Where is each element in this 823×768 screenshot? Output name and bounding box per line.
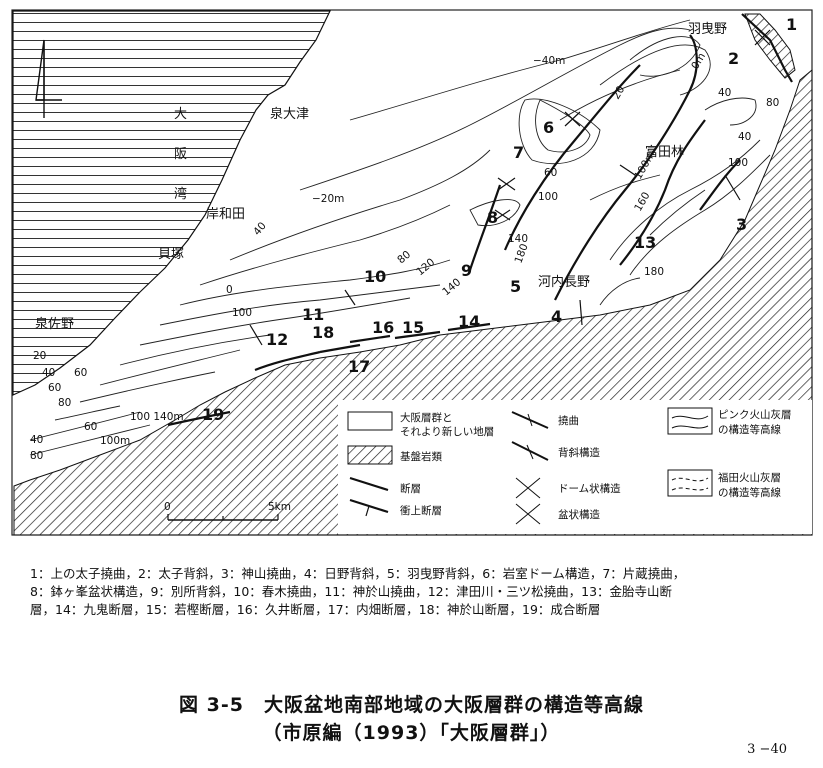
page-number: 3 −40	[747, 742, 787, 757]
svg-text:140: 140	[440, 276, 463, 298]
svg-text:100: 100	[728, 157, 748, 169]
svg-text:100 140m: 100 140m	[130, 411, 184, 423]
legend: 大阪層群と それより新しい地層 基盤岩類 断層 衝上断層 撓曲 背斜構造 ドーム…	[347, 407, 792, 525]
svg-text:60: 60	[544, 167, 557, 179]
svg-text:−20m: −20m	[312, 193, 344, 205]
place-izumisano: 泉佐野	[35, 316, 74, 332]
svg-text:140: 140	[508, 233, 528, 245]
place-tondabayashi: 富田林	[645, 144, 684, 160]
svg-text:断層: 断層	[400, 482, 421, 495]
svg-text:120: 120	[414, 256, 437, 278]
svg-text:の構造等高線: の構造等高線	[718, 423, 781, 436]
structure-number-19: 19	[202, 405, 224, 424]
svg-text:60: 60	[48, 382, 61, 394]
svg-text:20: 20	[33, 350, 46, 362]
structure-number-12: 12	[266, 330, 288, 349]
svg-text:5km: 5km	[268, 501, 291, 513]
svg-text:40: 40	[42, 367, 55, 379]
structure-number-13: 13	[634, 233, 656, 252]
osaka-bay-sea	[12, 10, 331, 396]
svg-text:80: 80	[766, 97, 779, 109]
structure-number-3: 3	[736, 215, 747, 234]
structure-number-9: 9	[461, 261, 472, 280]
svg-text:40: 40	[30, 434, 43, 446]
caption-line-2: 8：鉢ヶ峯盆状構造，9：別所背斜，10：春木撓曲，11：神於山撓曲，12：津田川…	[30, 584, 673, 599]
basement-rock-ne	[744, 13, 796, 79]
svg-text:ピンク火山灰層: ピンク火山灰層	[718, 408, 792, 421]
figure-source: （市原編（1993）「大阪層群」）	[262, 722, 561, 744]
svg-text:の構造等高線: の構造等高線	[718, 486, 781, 499]
svg-text:60: 60	[74, 367, 87, 379]
contour-lines	[29, 19, 771, 456]
svg-text:衝上断層: 衝上断層	[400, 504, 442, 517]
structure-numbers: 1 2 3 4 5 6 7 8 9 10 11 12 13 14 15 16 1…	[202, 15, 797, 424]
svg-text:20: 20	[610, 84, 627, 102]
structure-number-10: 10	[364, 267, 386, 286]
svg-text:0: 0	[226, 284, 233, 296]
structure-number-11: 11	[302, 305, 324, 324]
fault-lines	[167, 13, 793, 427]
svg-text:大阪層群と: 大阪層群と	[400, 411, 453, 424]
north-arrow	[35, 39, 62, 118]
structure-number-2: 2	[728, 49, 739, 68]
svg-text:−40m: −40m	[533, 55, 565, 67]
structure-number-1: 1	[786, 15, 797, 34]
legend-box-bg	[338, 400, 812, 534]
svg-text:80: 80	[395, 249, 413, 267]
structure-number-7: 7	[513, 143, 524, 162]
svg-text:背斜構造: 背斜構造	[558, 446, 600, 459]
structure-number-15: 15	[402, 318, 424, 337]
svg-text:40: 40	[738, 131, 751, 143]
svg-text:40: 40	[718, 87, 731, 99]
figure-title: 図 3-5 大阪盆地南部地域の大阪層群の構造等高線	[179, 694, 644, 716]
scale-bar: 0 5km	[164, 501, 291, 521]
svg-text:ドーム状構造: ドーム状構造	[558, 482, 621, 495]
structure-number-16: 16	[372, 318, 394, 337]
structure-number-17: 17	[348, 357, 370, 376]
place-kawachinagano: 河内長野	[538, 274, 590, 290]
structure-number-14: 14	[458, 312, 480, 331]
caption-line-3: 層，14：九鬼断層，15：若樫断層，16：久井断層，17：内畑断層，18：神於山…	[30, 602, 601, 617]
svg-text:180: 180	[644, 266, 664, 278]
caption-line-1: 1：上の太子撓曲，2：太子背斜，3：神山撓曲，4：日野背斜，5：羽曳野背斜，6：…	[30, 566, 686, 581]
svg-text:40: 40	[251, 220, 269, 238]
svg-text:それより新しい地層: それより新しい地層	[400, 425, 494, 438]
structure-number-5: 5	[510, 277, 521, 296]
svg-text:180: 180	[513, 242, 531, 265]
sea-label-2: 阪	[174, 147, 187, 162]
svg-text:80: 80	[58, 397, 71, 409]
svg-text:福田火山灰層: 福田火山灰層	[718, 471, 781, 484]
svg-text:100m: 100m	[100, 435, 130, 447]
structure-number-6: 6	[543, 118, 554, 137]
svg-text:80: 80	[30, 450, 43, 462]
structure-number-8: 8	[487, 208, 498, 227]
svg-text:基盤岩類: 基盤岩類	[400, 450, 442, 463]
sea-label-3: 湾	[174, 186, 187, 202]
structure-number-4: 4	[551, 307, 562, 326]
place-habikino: 羽曳野	[688, 22, 727, 37]
svg-text:60: 60	[84, 421, 97, 433]
svg-text:盆状構造: 盆状構造	[558, 508, 600, 521]
structure-markers	[249, 29, 771, 346]
place-izumiotsu: 泉大津	[270, 106, 309, 122]
svg-text:撓曲: 撓曲	[558, 415, 579, 427]
place-kishiwada: 岸和田	[206, 207, 245, 222]
svg-text:100: 100	[232, 307, 252, 319]
svg-text:0m: 0m	[689, 51, 708, 72]
svg-text:0: 0	[164, 501, 171, 513]
structure-number-18: 18	[312, 323, 334, 342]
place-kaizuka: 貝塚	[158, 247, 184, 262]
svg-text:160: 160	[632, 190, 652, 213]
structure-contour-map: 大 阪 湾	[11, 9, 813, 536]
figure-legend-captions: 1：上の太子撓曲，2：太子背斜，3：神山撓曲，4：日野背斜，5：羽曳野背斜，6：…	[30, 565, 805, 619]
svg-text:100: 100	[538, 191, 558, 203]
sea-label-1: 大	[174, 107, 187, 122]
